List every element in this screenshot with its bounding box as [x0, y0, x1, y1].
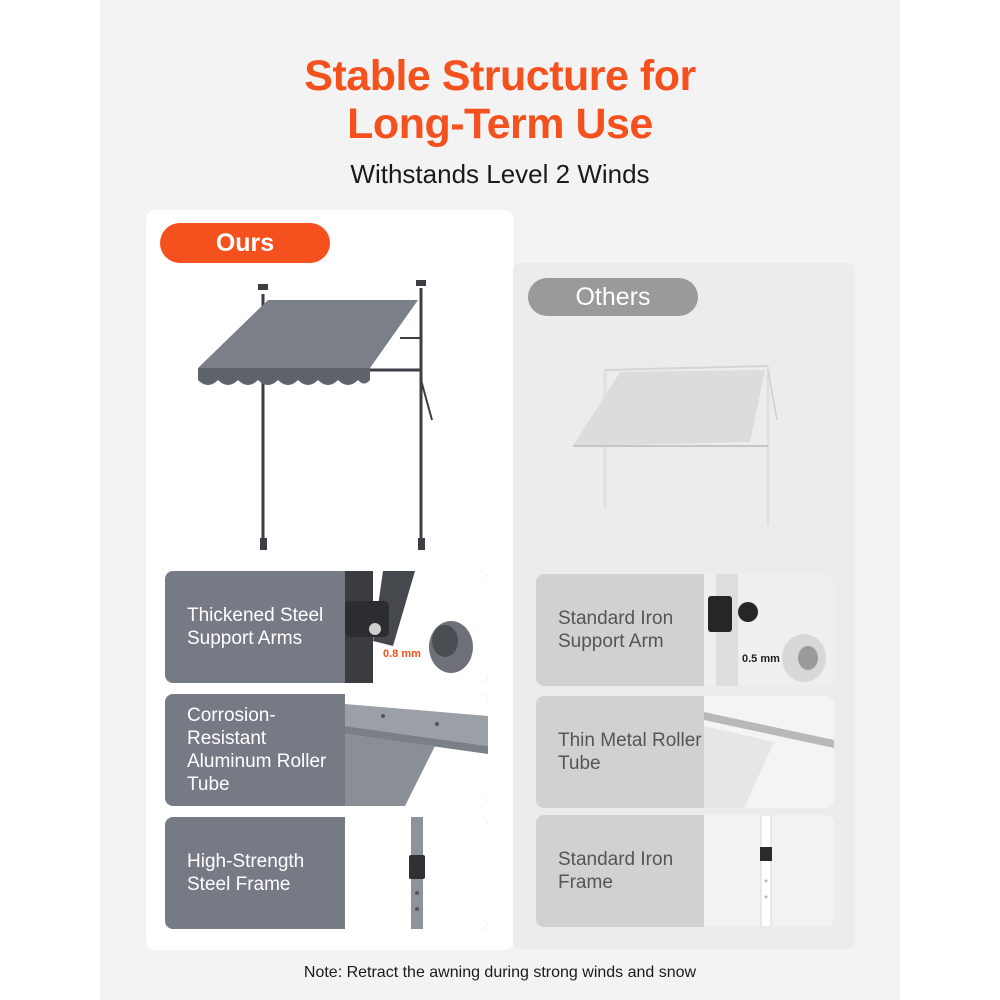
ours-feature-text: Thickened Steel Support Arms	[187, 605, 324, 649]
ours-arm-detail-image: 0.8 mm	[345, 571, 488, 683]
ours-feature-support-arms: Thickened Steel Support Arms 0.8 mm	[165, 571, 488, 683]
others-label: Others	[528, 278, 698, 316]
others-feature-text: Standard Iron Support Arm	[558, 608, 674, 652]
ours-feature-text: High-Strength Steel Frame	[187, 851, 305, 895]
ours-label: Ours	[160, 223, 330, 263]
page-subtitle: Withstands Level 2 Winds	[350, 159, 650, 189]
others-measure-label: 0.5 mm	[742, 653, 780, 665]
others-arm-detail-image: 0.5 mm	[704, 574, 834, 686]
ours-feature-frame: High-Strength Steel Frame	[165, 817, 488, 929]
others-feature-text: Standard Iron Frame	[558, 849, 674, 893]
ours-frame-detail-image	[345, 817, 488, 929]
ours-roller-detail-image	[345, 694, 488, 806]
others-feature-support-arm: Standard Iron Support Arm 0.5 mm	[536, 574, 834, 686]
ours-awning-illustration	[198, 280, 433, 550]
others-frame-detail-image	[704, 815, 834, 927]
others-feature-frame: Standard Iron Frame	[536, 815, 834, 927]
others-awning-illustration	[573, 365, 778, 526]
ours-feature-text: Corrosion-Resistant Aluminum Roller Tube	[187, 705, 327, 795]
others-roller-detail-image	[704, 696, 834, 808]
page-title: Stable Structure for Long-Term Use	[0, 52, 1000, 148]
footnote: Note: Retract the awning during strong w…	[303, 964, 697, 981]
ours-feature-roller-tube: Corrosion-Resistant Aluminum Roller Tube	[165, 694, 488, 806]
others-feature-roller-tube: Thin Metal Roller Tube	[536, 696, 834, 808]
title-line-2: Long-Term Use	[347, 100, 653, 148]
ours-measure-label: 0.8 mm	[383, 648, 421, 660]
title-line-1: Stable Structure for	[304, 52, 696, 100]
others-feature-text: Thin Metal Roller Tube	[558, 730, 702, 774]
